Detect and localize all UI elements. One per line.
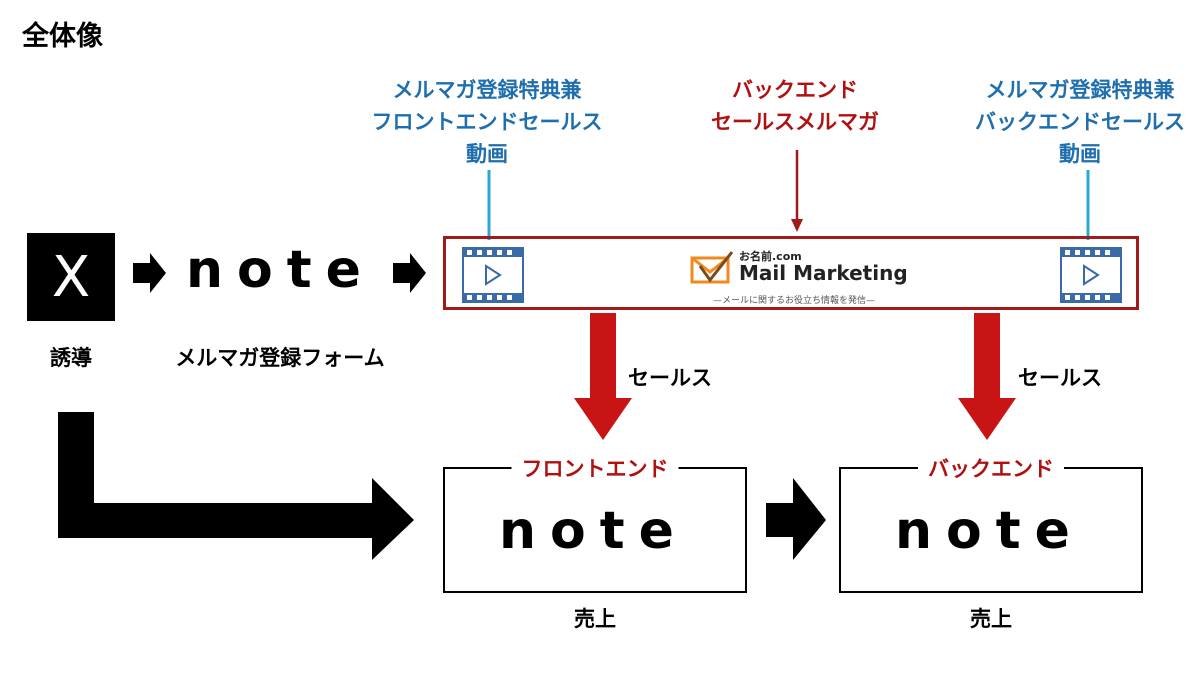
- label-line: 動画: [466, 142, 508, 166]
- revenue-label-right: 売上: [970, 607, 1012, 631]
- frontend-card: フロントエンド note: [443, 453, 747, 593]
- label-line: メルマガ登録特典兼: [392, 78, 582, 102]
- frontend-card-title: フロントエンド: [511, 453, 679, 483]
- product-name: Mail Marketing: [739, 261, 908, 285]
- tagline: —メールに関するお役立ち情報を発信—: [712, 296, 875, 306]
- note-logo: note: [895, 501, 1084, 561]
- note-logo: note: [186, 240, 375, 300]
- brand-name: お名前.com: [739, 250, 802, 263]
- backend-mail-label: バックエンド セールスメルマガ: [690, 74, 900, 138]
- mail-marketing-box: お名前.com Mail Marketing —メールに関するお役立ち情報を発信…: [443, 236, 1139, 310]
- x-logo: X: [27, 233, 115, 321]
- arrow-front-to-back: [766, 478, 826, 560]
- label-line: メルマガ登録特典兼: [985, 78, 1175, 102]
- note-caption: メルマガ登録フォーム: [175, 346, 385, 370]
- video-left-label: メルマガ登録特典兼 フロントエンドセールス 動画: [362, 74, 612, 170]
- x-logo-text: X: [51, 244, 91, 310]
- label-line: 動画: [1059, 142, 1101, 166]
- label-line: フロントエンドセールス: [371, 110, 603, 134]
- revenue-label-left: 売上: [574, 607, 616, 631]
- backend-card-title: バックエンド: [918, 453, 1064, 483]
- sales-label-left: セールス: [628, 366, 712, 390]
- video-icon: [1060, 247, 1122, 303]
- backend-card: バックエンド note: [839, 453, 1143, 593]
- note-logo: note: [499, 501, 688, 561]
- backend-mail-arrow: [791, 150, 803, 232]
- arrow-x-to-note: [133, 253, 166, 293]
- direct-arrow: [58, 412, 414, 560]
- arrow-note-to-mail: [393, 253, 426, 293]
- video-right-label: メルマガ登録特典兼 バックエンドセールス 動画: [965, 74, 1195, 170]
- sales-label-right: セールス: [1018, 366, 1102, 390]
- video-icon: [462, 247, 524, 303]
- sales-arrow-left: [574, 313, 632, 440]
- page-title: 全体像: [22, 21, 103, 52]
- x-caption: 誘導: [50, 346, 92, 370]
- label-line: バックエンドセールス: [975, 110, 1185, 134]
- label-line: バックエンド: [732, 78, 858, 102]
- sales-arrow-right: [958, 313, 1016, 440]
- label-line: セールスメルマガ: [711, 110, 879, 134]
- mail-check-icon: [690, 251, 734, 284]
